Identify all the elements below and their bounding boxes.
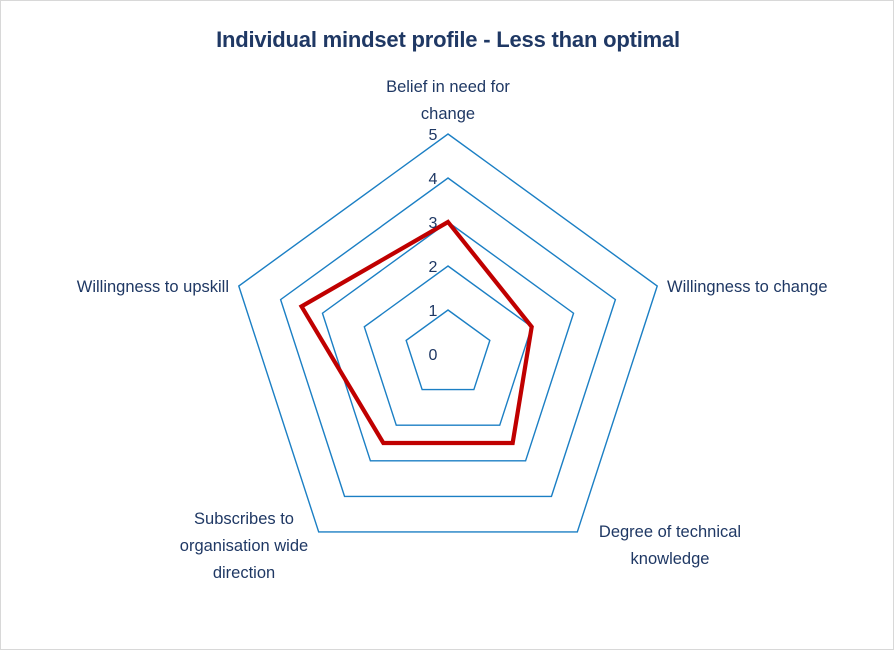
tick-label-4: 4: [429, 171, 438, 188]
tick-labels: 0 1 2 3 4 5: [429, 127, 438, 364]
tick-label-3: 3: [429, 215, 438, 232]
axis-label-subscribes-to-organisation-wide-direction-line3: direction: [213, 564, 275, 582]
axis-label-belief-in-need-for-change-line2: change: [421, 105, 475, 123]
axis-label-degree-of-technical-knowledge-line1: Degree of technical: [599, 523, 741, 541]
grid-ring-3: [321, 221, 575, 462]
chart-title: Individual mindset profile - Less than o…: [216, 27, 680, 52]
grid-ring-5: [237, 133, 659, 533]
grid-ring-4: [279, 177, 617, 498]
axis-labels: Belief in need for change Willingness to…: [77, 78, 828, 582]
series-polygon-individual-mindset: [298, 219, 534, 446]
tick-label-2: 2: [429, 259, 438, 276]
tick-label-0: 0: [429, 347, 438, 364]
axis-label-willingness-to-change: Willingness to change: [667, 278, 828, 296]
grid-ring-2: [363, 265, 533, 426]
grid-rings: [237, 133, 659, 533]
axis-label-degree-of-technical-knowledge-line2: knowledge: [631, 550, 710, 568]
tick-label-1: 1: [429, 303, 438, 320]
axis-label-subscribes-to-organisation-wide-direction-line2: organisation wide: [180, 537, 308, 555]
axis-label-willingness-to-upskill: Willingness to upskill: [77, 278, 229, 296]
series-polygon-group: [298, 219, 534, 446]
axis-label-subscribes-to-organisation-wide-direction-line1: Subscribes to: [194, 510, 294, 528]
axis-label-belief-in-need-for-change-line1: Belief in need for: [386, 78, 510, 96]
tick-label-5: 5: [429, 127, 438, 144]
grid-ring-1: [405, 309, 491, 391]
